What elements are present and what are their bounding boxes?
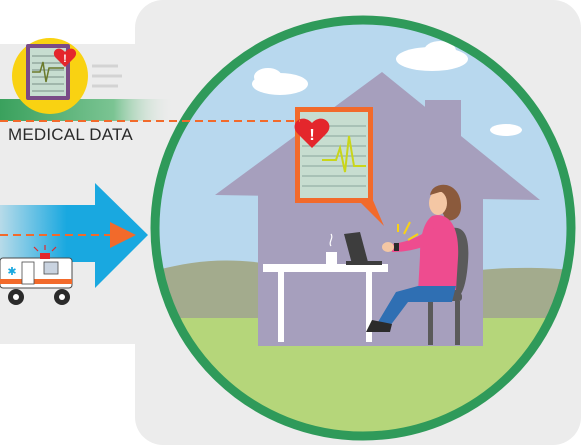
- medical-chart-icon: [12, 38, 88, 114]
- heart-alert-icon: !: [53, 48, 77, 67]
- svg-text:!: !: [309, 127, 314, 144]
- medical-data-label: MEDICAL DATA: [0, 124, 160, 146]
- home-scene: !: [155, 20, 571, 436]
- scene-ring: [150, 15, 576, 441]
- cloud-icon: [252, 41, 522, 136]
- laptop-icon: [344, 232, 382, 265]
- medical-data-text: MEDICAL DATA: [8, 125, 133, 144]
- svg-text:✱: ✱: [7, 266, 16, 278]
- coffee-cup-icon: [326, 252, 337, 264]
- svg-text:!: !: [63, 53, 67, 65]
- vital-signs-bubble: !: [294, 107, 384, 226]
- ambulance-icon: ✱: [0, 245, 73, 305]
- desk-icon: [263, 264, 388, 342]
- speed-lines: [92, 64, 122, 88]
- patient-figure: [366, 184, 462, 332]
- data-arrowhead: [110, 222, 136, 248]
